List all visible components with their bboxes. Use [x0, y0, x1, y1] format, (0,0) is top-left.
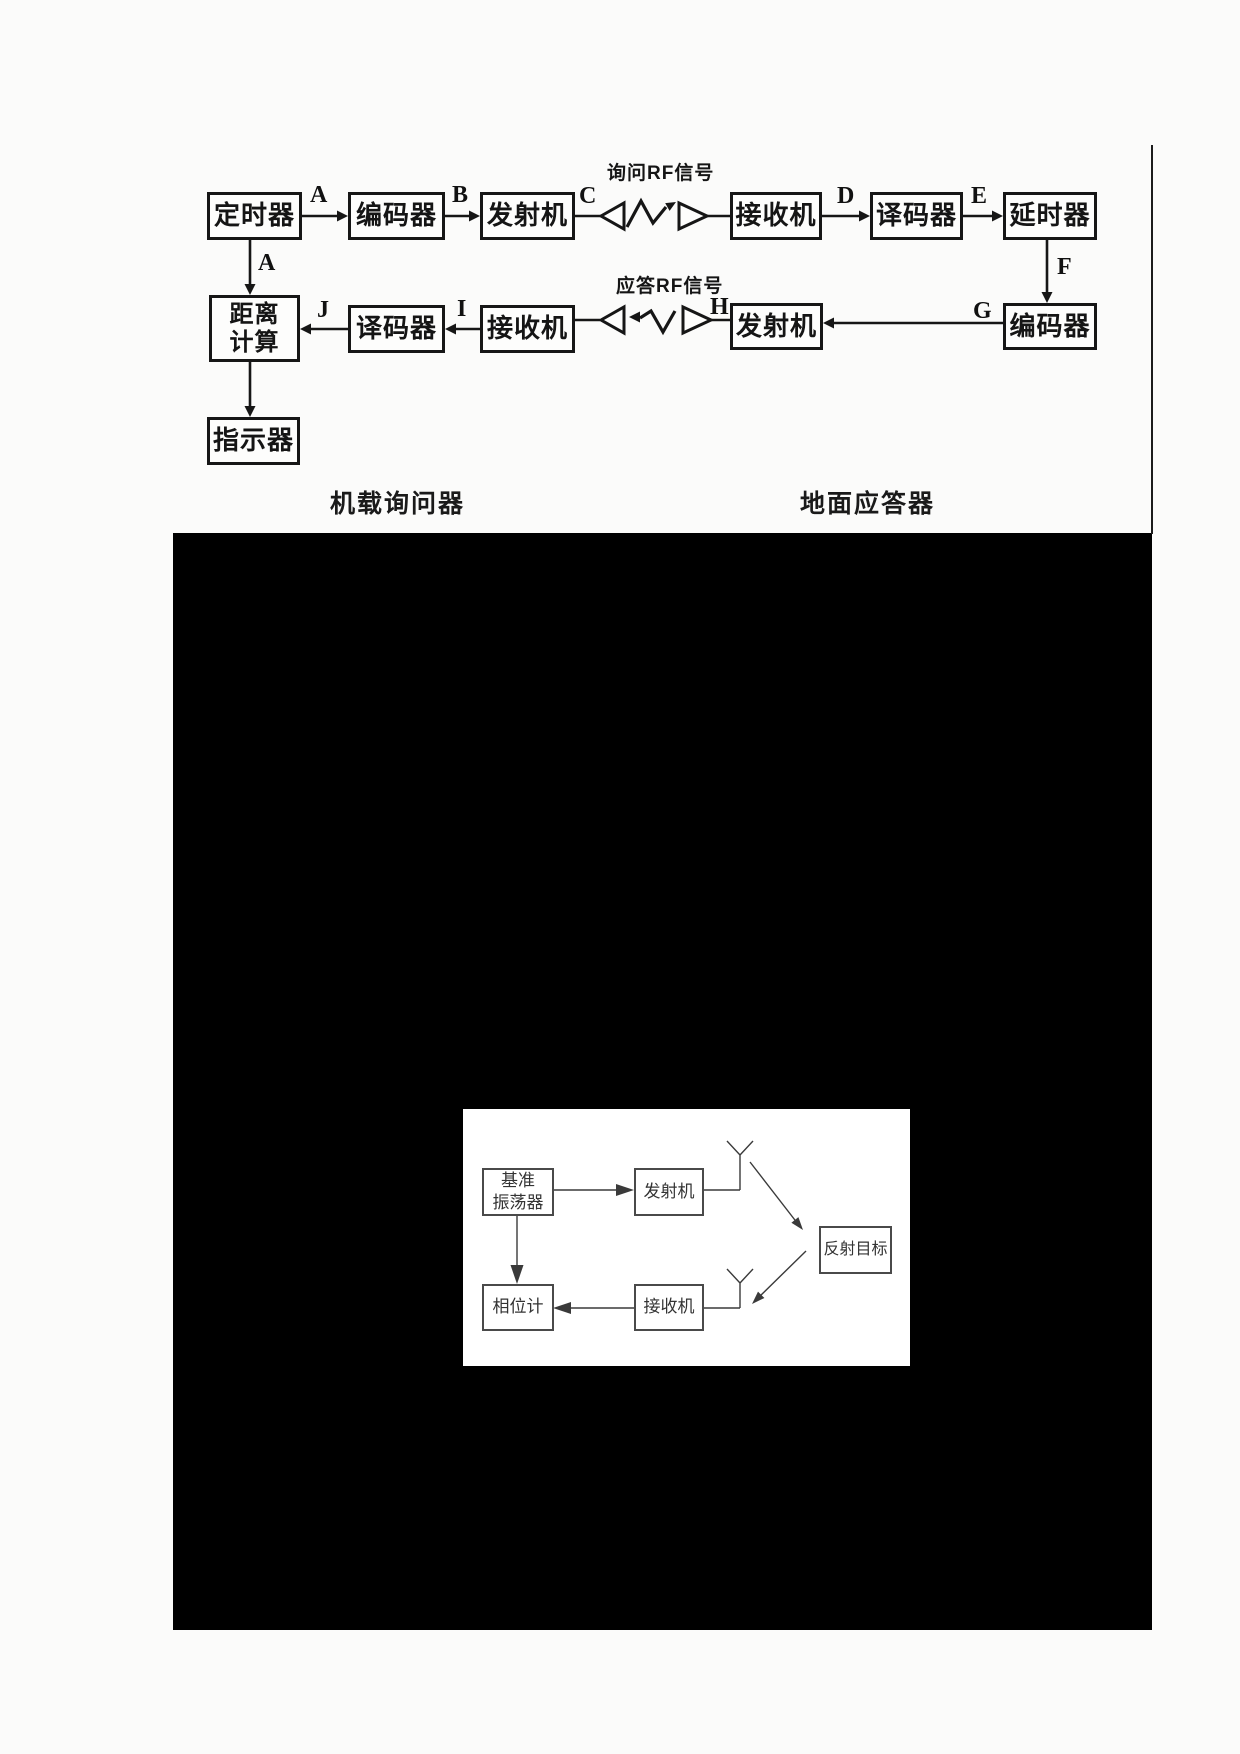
signal-path-to-target-arrow [749, 1161, 803, 1230]
point-label-c: C [579, 183, 597, 209]
interrogation-antenna-pair [597, 200, 711, 232]
phase-meter-box: 相位计 [482, 1284, 554, 1331]
point-label-f: F [1057, 254, 1072, 280]
reflect-target-box: 反射目标 [819, 1226, 892, 1274]
interrogation-rf-wave-icon [625, 197, 676, 228]
point-label-a2: A [258, 250, 276, 276]
transmitter2-box: 发射机 [730, 303, 823, 350]
inset-connectors [510, 1140, 807, 1314]
delay-box: 延时器 [1003, 192, 1097, 240]
reference-oscillator-box: 基准 振荡器 [482, 1168, 554, 1216]
signal-path-from-target-arrow [752, 1250, 807, 1304]
reply-rf-wave-icon [629, 308, 677, 336]
point-label-d: D [837, 183, 855, 209]
reply-antenna-pair [597, 304, 715, 336]
caption-ground-transponder: 地面应答器 [800, 490, 936, 518]
decoder1-box: 译码器 [870, 192, 963, 240]
reply-rf-label: 应答RF信号 [616, 276, 724, 297]
point-label-j: J [317, 297, 329, 323]
black-image-region [173, 533, 1152, 1630]
encoder2-box: 编码器 [1003, 303, 1097, 350]
receive-antenna-icon [703, 1268, 754, 1309]
encoder1-box: 编码器 [348, 192, 445, 240]
distance-calc-box: 距离 计算 [209, 295, 300, 362]
transmit-antenna-icon [703, 1140, 754, 1191]
transmitter1-box: 发射机 [480, 192, 575, 240]
point-label-i: I [457, 296, 467, 322]
point-label-h: H [710, 294, 729, 320]
horn-antenna-icon [597, 304, 626, 336]
horn-antenna-icon [677, 200, 711, 232]
page-border-line [1151, 145, 1153, 534]
receiver2-box: 接收机 [480, 305, 575, 353]
horn-antenna-icon [597, 200, 626, 232]
interrogation-rf-label: 询问RF信号 [607, 163, 715, 184]
point-label-e: E [971, 183, 988, 209]
receiver1-box: 接收机 [730, 192, 822, 240]
timer-box: 定时器 [207, 192, 302, 240]
point-label-a1: A [310, 182, 328, 208]
caption-airborne-interrogator: 机载询问器 [330, 490, 466, 518]
point-label-b: B [452, 182, 469, 208]
point-label-g: G [973, 298, 992, 324]
inset-receiver-box: 接收机 [634, 1284, 704, 1331]
indicator-box: 指示器 [207, 417, 300, 465]
horn-antenna-icon [681, 304, 715, 336]
decoder2-box: 译码器 [348, 305, 445, 353]
inset-transmitter-box: 发射机 [634, 1168, 704, 1216]
